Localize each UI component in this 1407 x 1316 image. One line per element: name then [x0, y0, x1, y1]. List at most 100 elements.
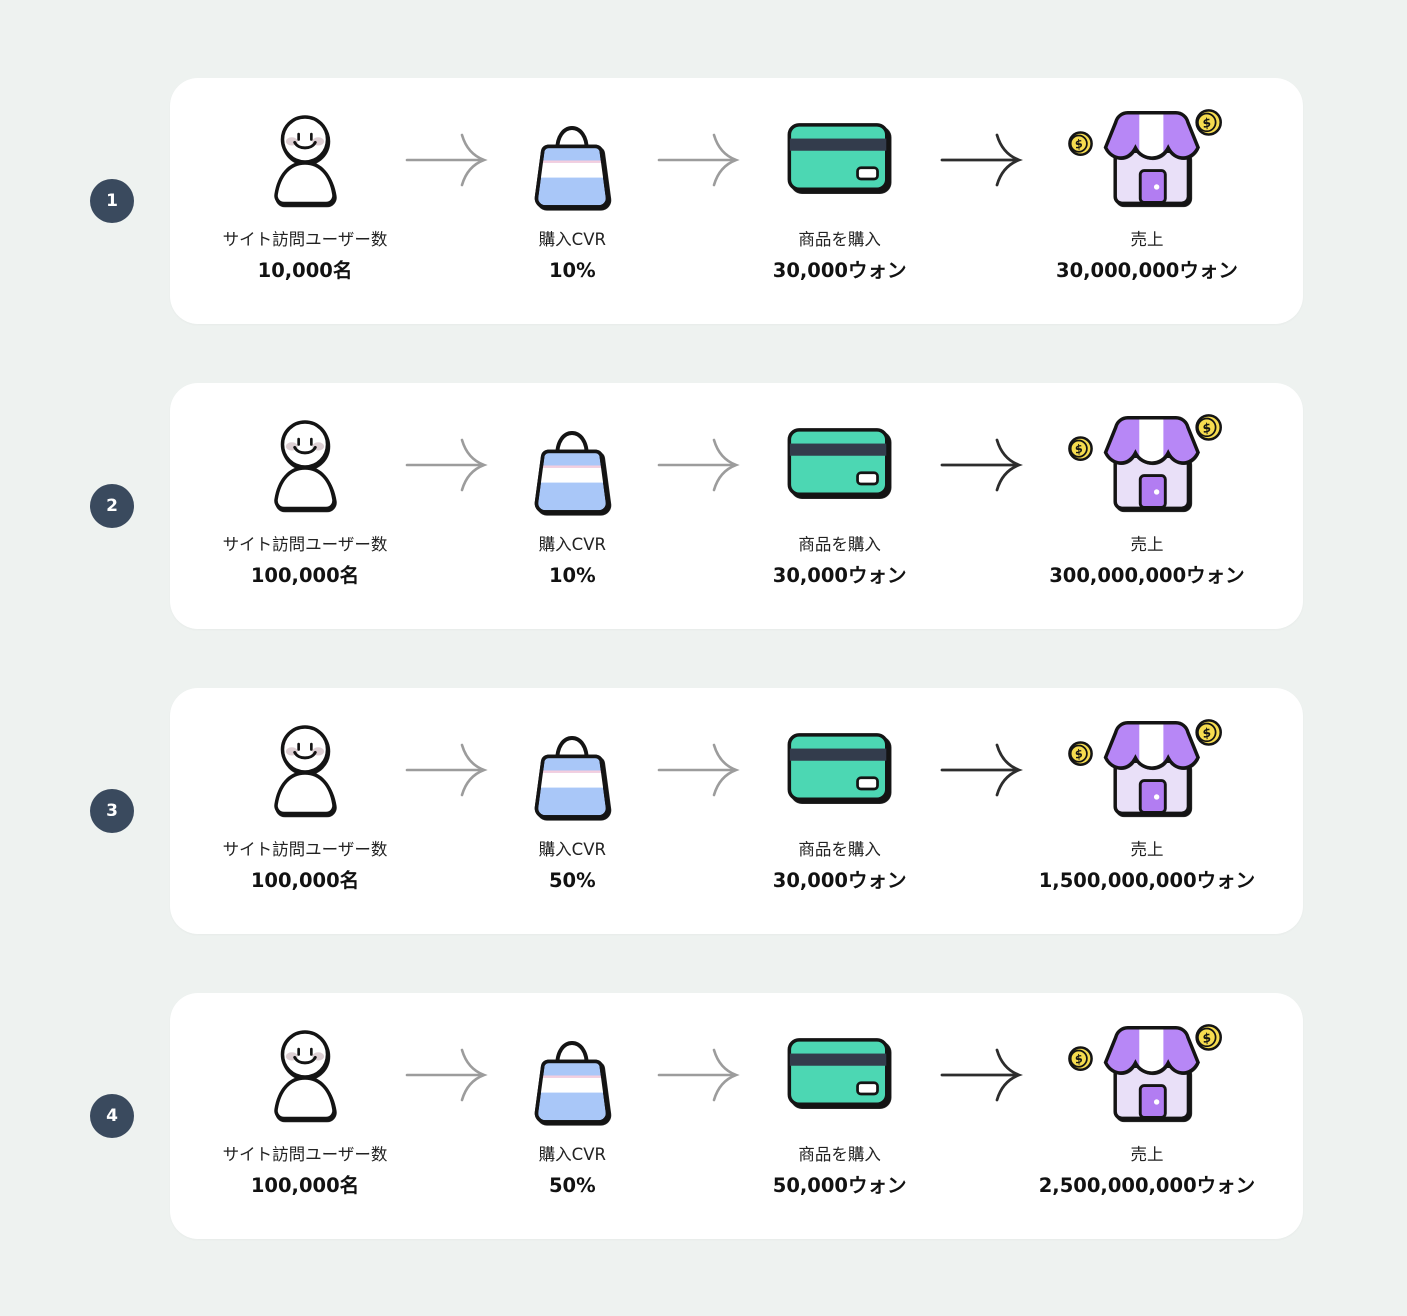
credit-card-icon — [786, 1019, 894, 1131]
svg-text:$: $ — [1073, 746, 1084, 762]
item-label: 商品を購入 — [798, 1145, 881, 1164]
funnel-item-revenue: $ $ — [1027, 409, 1267, 587]
dollar-coin-icon: $ — [1195, 109, 1222, 136]
item-value: 10% — [548, 563, 596, 587]
arrow-right-icon — [656, 409, 741, 521]
funnel-item-buy-product: 商品を購入 30,000ウォン — [745, 104, 935, 282]
user-icon — [260, 409, 350, 521]
funnel-row: 1 サイト訪問ユーザー — [90, 78, 1303, 324]
item-label: 売上 — [1130, 535, 1164, 554]
item-value: 10,000名 — [257, 258, 353, 282]
funnel-row: 3 サイト訪問ユーザー — [90, 688, 1303, 934]
item-value: 100,000名 — [250, 1173, 360, 1197]
item-label: 売上 — [1130, 230, 1164, 249]
item-label: サイト訪問ユーザー数 — [222, 840, 388, 859]
item-value: 2,500,000,000ウォン — [1038, 1173, 1256, 1197]
item-label: 購入CVR — [538, 1145, 606, 1164]
item-value: 50% — [548, 868, 596, 892]
funnel-item-revenue: $ $ — [1027, 1019, 1267, 1197]
funnel-item-purchase-cvr: 購入CVR 50% — [492, 714, 652, 892]
arrow-right-icon — [404, 714, 488, 826]
item-label: 売上 — [1130, 1145, 1164, 1164]
dollar-coin-icon: $ — [1195, 414, 1222, 441]
user-icon — [260, 104, 350, 216]
step-number-badge: 4 — [90, 1094, 134, 1138]
item-label: 購入CVR — [538, 230, 606, 249]
arrow-right-icon — [404, 1019, 488, 1131]
shopping-bag-icon — [530, 714, 614, 826]
svg-text:$: $ — [1201, 724, 1213, 741]
step-number-badge: 3 — [90, 789, 134, 833]
funnel-item-buy-product: 商品を購入 50,000ウォン — [745, 1019, 935, 1197]
svg-text:$: $ — [1201, 419, 1213, 436]
funnel-item-revenue: $ $ — [1027, 714, 1267, 892]
item-value: 30,000ウォン — [772, 868, 907, 892]
dollar-coin-icon: $ — [1068, 436, 1093, 461]
arrow-right-icon — [404, 104, 488, 216]
funnel-row: 4 サイト訪問ユーザー — [90, 993, 1303, 1239]
shopping-bag-icon — [530, 1019, 614, 1131]
credit-card-icon — [786, 409, 894, 521]
funnel-card: サイト訪問ユーザー数 100,000名 — [170, 993, 1303, 1239]
funnel-item-purchase-cvr: 購入CVR 50% — [492, 1019, 652, 1197]
item-value: 30,000ウォン — [772, 258, 907, 282]
arrow-right-icon — [939, 1019, 1023, 1131]
funnel-diagram: 1 サイト訪問ユーザー — [90, 78, 1303, 1239]
dollar-coin-icon: $ — [1195, 1024, 1222, 1051]
item-value: 30,000,000ウォン — [1056, 258, 1238, 282]
item-label: 売上 — [1130, 840, 1164, 859]
funnel-row: 2 サイト訪問ユーザー — [90, 383, 1303, 629]
funnel-card: サイト訪問ユーザー数 100,000名 — [170, 688, 1303, 934]
item-value: 10% — [548, 258, 596, 282]
storefront-with-coins-icon: $ $ — [1067, 409, 1227, 521]
funnel-item-site-visitors: サイト訪問ユーザー数 100,000名 — [210, 714, 400, 892]
svg-text:$: $ — [1073, 1051, 1084, 1067]
step-number-badge: 1 — [90, 179, 134, 223]
funnel-item-site-visitors: サイト訪問ユーザー数 10,000名 — [210, 104, 400, 282]
user-icon — [260, 714, 350, 826]
funnel-item-purchase-cvr: 購入CVR 10% — [492, 409, 652, 587]
funnel-card: サイト訪問ユーザー数 10,000名 — [170, 78, 1303, 324]
item-label: 購入CVR — [538, 840, 606, 859]
arrow-right-icon — [939, 104, 1023, 216]
credit-card-icon — [786, 714, 894, 826]
credit-card-icon — [786, 104, 894, 216]
svg-text:$: $ — [1201, 1029, 1213, 1046]
item-label: 商品を購入 — [798, 535, 881, 554]
arrow-right-icon — [404, 409, 488, 521]
item-label: サイト訪問ユーザー数 — [222, 535, 388, 554]
funnel-card: サイト訪問ユーザー数 100,000名 — [170, 383, 1303, 629]
item-label: サイト訪問ユーザー数 — [222, 1145, 388, 1164]
item-label: 購入CVR — [538, 535, 606, 554]
storefront-with-coins-icon: $ $ — [1067, 714, 1227, 826]
arrow-right-icon — [939, 409, 1023, 521]
item-value: 100,000名 — [250, 563, 360, 587]
dollar-coin-icon: $ — [1068, 131, 1093, 156]
item-value: 300,000,000ウォン — [1049, 563, 1245, 587]
storefront-with-coins-icon: $ $ — [1067, 1019, 1227, 1131]
funnel-item-buy-product: 商品を購入 30,000ウォン — [745, 714, 935, 892]
storefront-with-coins-icon: $ $ — [1067, 104, 1227, 216]
item-label: 商品を購入 — [798, 230, 881, 249]
svg-text:$: $ — [1073, 441, 1084, 457]
arrow-right-icon — [656, 714, 741, 826]
funnel-item-revenue: $ $ — [1027, 104, 1267, 282]
dollar-coin-icon: $ — [1195, 719, 1222, 746]
item-label: サイト訪問ユーザー数 — [222, 230, 388, 249]
funnel-item-purchase-cvr: 購入CVR 10% — [492, 104, 652, 282]
svg-text:$: $ — [1201, 114, 1213, 131]
shopping-bag-icon — [530, 104, 614, 216]
arrow-right-icon — [656, 104, 741, 216]
item-label: 商品を購入 — [798, 840, 881, 859]
funnel-item-site-visitors: サイト訪問ユーザー数 100,000名 — [210, 409, 400, 587]
funnel-item-site-visitors: サイト訪問ユーザー数 100,000名 — [210, 1019, 400, 1197]
funnel-item-buy-product: 商品を購入 30,000ウォン — [745, 409, 935, 587]
item-value: 30,000ウォン — [772, 563, 907, 587]
user-icon — [260, 1019, 350, 1131]
item-value: 1,500,000,000ウォン — [1038, 868, 1256, 892]
arrow-right-icon — [939, 714, 1023, 826]
dollar-coin-icon: $ — [1068, 1046, 1093, 1071]
dollar-coin-icon: $ — [1068, 741, 1093, 766]
shopping-bag-icon — [530, 409, 614, 521]
item-value: 100,000名 — [250, 868, 360, 892]
